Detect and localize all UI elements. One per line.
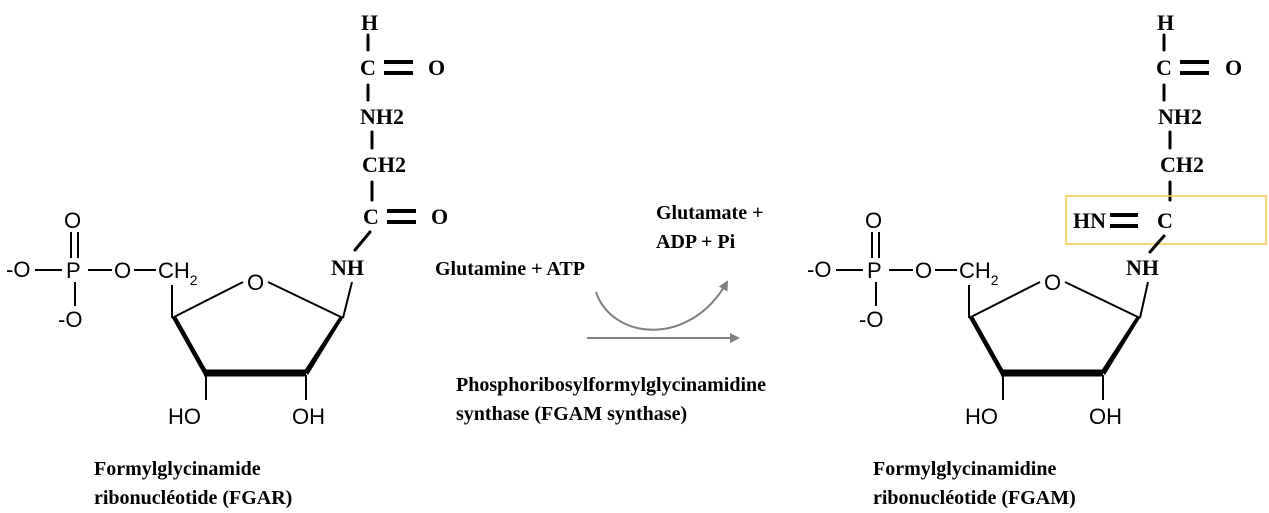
fgam-ch2-label: CH2 [959, 258, 999, 288]
fgar-ribose-ring: O HO OH [168, 270, 353, 429]
fgam-phosphate-o-top: O [865, 208, 882, 233]
fgar-wedge-bond [172, 316, 207, 375]
fgar-oh-group: OH [292, 404, 325, 429]
fgam-name-line1: Formylglycinamidine [873, 458, 1056, 480]
enzyme-line2: synthase (FGAM synthase) [456, 403, 687, 425]
fgam-bond [1064, 281, 1141, 319]
fgam-ester-oxygen: O [915, 258, 932, 283]
fgar-phosphorus: P [66, 258, 81, 283]
fgar-bond [171, 281, 244, 319]
fgam-bond [968, 281, 1041, 319]
fgar-h-atom: H [361, 10, 378, 35]
fgar-nh-group: NH [331, 255, 364, 280]
fgam-hn-group: HN [1073, 208, 1106, 233]
fgam-phosphorus: P [867, 258, 882, 283]
products-line1: Glutamate + [656, 202, 764, 224]
fgam-phosphate-group: O -O P O CH2 -O [807, 208, 999, 332]
fgar-bond [267, 281, 344, 319]
fgar-ch2-group: CH2 [362, 152, 406, 177]
fgam-phosphate-o-bottom: -O [859, 307, 883, 332]
fgam-h-atom: H [1157, 10, 1174, 35]
reaction-arrow-group: Glutamate + ADP + Pi Glutamine + ATP Pho… [435, 202, 766, 425]
fgar-c2-atom: C [363, 204, 379, 229]
fgam-c1-atom: C [1156, 55, 1172, 80]
fgar-ch2-label: CH2 [158, 258, 198, 288]
fgar-molecule: H C O NH2 CH2 C O NH O -O P [6, 10, 448, 509]
fgar-o2-atom: O [431, 204, 448, 229]
fgar-phosphate-group: O -O P O CH2 -O [6, 208, 198, 332]
fgam-molecule: H C O NH2 CH2 HN C NH O -O P [807, 10, 1267, 509]
fgar-ring-oxygen: O [247, 270, 264, 295]
fgam-nh-group: NH [1126, 255, 1159, 280]
fgar-name-line1: Formylglycinamide [94, 458, 261, 480]
fgam-c2-atom: C [1157, 208, 1173, 233]
fgar-phosphate-o-minus: -O [6, 257, 30, 282]
enzyme-line1: Phosphoribosylformylglycinamidine [456, 374, 766, 396]
fgam-ho-group: HO [965, 404, 998, 429]
fgar-name-line2: ribonucléotide (FGAR) [94, 487, 292, 509]
fgar-side-chain: H C O NH2 CH2 C O NH [331, 10, 448, 280]
fgam-o1-atom: O [1225, 55, 1242, 80]
fgar-ester-oxygen: O [114, 258, 131, 283]
fgam-ring-oxygen: O [1044, 270, 1061, 295]
fgar-bond [353, 230, 372, 252]
fgam-wedge-bond [1101, 316, 1140, 375]
products-line2: ADP + Pi [656, 231, 736, 253]
amidine-highlight-box [1065, 195, 1267, 245]
fgam-phosphate-o-minus: -O [807, 257, 831, 282]
fgam-name-line2: ribonucléotide (FGAM) [873, 487, 1076, 509]
fgam-nh2-group: NH2 [1158, 104, 1202, 129]
fgam-ribose-ring: O HO OH [965, 270, 1149, 429]
fgar-ho-group: HO [168, 404, 201, 429]
fgam-side-chain: H C O NH2 CH2 HN C NH [1065, 10, 1267, 280]
fgar-wedge-bond [304, 316, 343, 375]
reactants-label: Glutamine + ATP [435, 258, 585, 280]
fgam-bond [1148, 234, 1166, 254]
fgam-ch2-group: CH2 [1160, 152, 1204, 177]
fgam-bond [1139, 281, 1149, 319]
curved-arrow [595, 280, 728, 331]
fgar-phosphate-o-top: O [64, 208, 81, 233]
fgam-oh-group: OH [1089, 404, 1122, 429]
fgam-wedge-bond [969, 316, 1004, 375]
fgar-nh2-group: NH2 [360, 104, 404, 129]
fgar-bond [342, 281, 353, 319]
fgar-c1-atom: C [360, 55, 376, 80]
fgar-o1-atom: O [428, 55, 445, 80]
fgar-phosphate-o-bottom: -O [58, 307, 82, 332]
